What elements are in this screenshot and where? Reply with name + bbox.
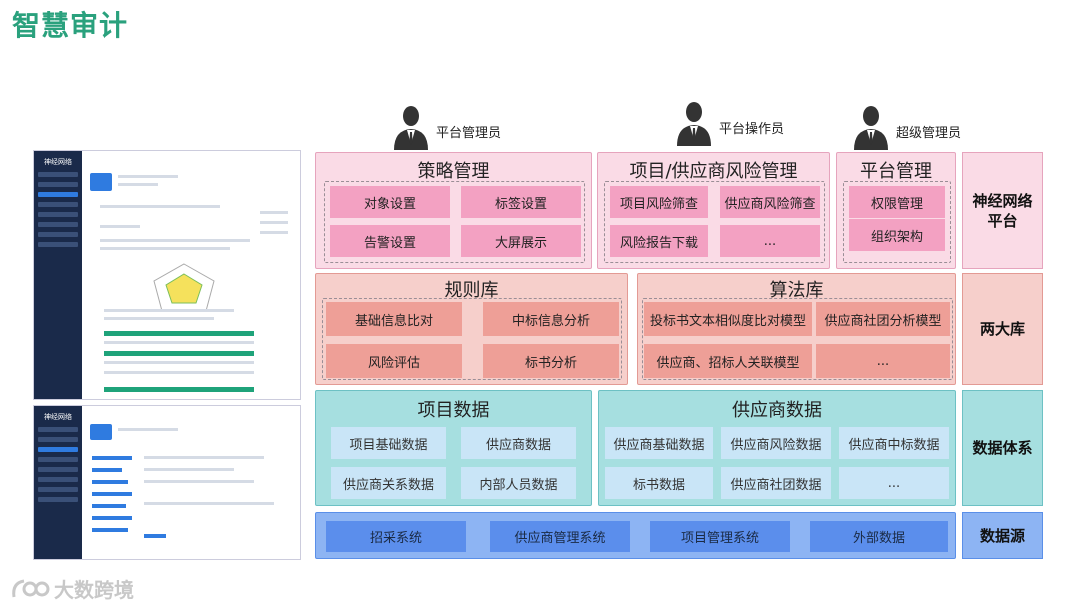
panel-rules: 规则库 基础信息比对 中标信息分析 风险评估 标书分析 <box>315 273 628 385</box>
algo-item: 投标书文本相似度比对模型 <box>644 302 812 336</box>
supplier-data-item: ... <box>839 467 949 499</box>
rules-item: 中标信息分析 <box>483 302 619 336</box>
strategy-item: 告警设置 <box>330 225 450 257</box>
layer-label-data-system: 数据体系 <box>962 390 1043 506</box>
supplier-data-item: 供应商社团数据 <box>721 467 831 499</box>
panel-title: 平台管理 <box>860 161 932 182</box>
platform-item: 组织架构 <box>849 219 945 251</box>
algo-item: ... <box>816 344 950 378</box>
rules-item: 标书分析 <box>483 344 619 378</box>
panel-title: 规则库 <box>444 280 499 301</box>
panel-platform: 平台管理 权限管理 组织架构 <box>836 152 956 269</box>
screenshot-sidebar: 神经网络 <box>34 151 82 399</box>
user-icon <box>854 106 888 150</box>
panel-strategy: 策略管理 对象设置 标签设置 告警设置 大屏展示 <box>315 152 592 269</box>
risk-item: ... <box>720 225 820 257</box>
screenshot-platform-top: 神经网络 <box>33 150 301 400</box>
panel-data-source: 招采系统 供应商管理系统 项目管理系统 外部数据 <box>315 512 956 559</box>
watermark: 大数跨境 <box>10 574 134 603</box>
role-label: 平台操作员 <box>719 121 785 137</box>
panel-title: 算法库 <box>769 280 824 301</box>
user-icon <box>677 102 711 146</box>
panel-title: 策略管理 <box>417 161 490 182</box>
project-data-item: 供应商关系数据 <box>331 467 446 499</box>
supplier-data-item: 标书数据 <box>605 467 713 499</box>
page-title: 智慧审计 <box>12 9 129 42</box>
source-item: 外部数据 <box>810 521 948 552</box>
layer-label-two-libs: 两大库 <box>962 273 1043 385</box>
layer-label-data-source: 数据源 <box>962 512 1043 559</box>
role-platform-admin: 平台管理员 <box>392 104 501 150</box>
project-data-item: 供应商数据 <box>461 427 576 459</box>
source-item: 供应商管理系统 <box>490 521 630 552</box>
panel-supplier-data: 供应商数据 供应商基础数据 供应商风险数据 供应商中标数据 标书数据 供应商社团… <box>598 390 956 506</box>
risk-item: 风险报告下载 <box>610 225 708 257</box>
source-item: 项目管理系统 <box>650 521 790 552</box>
supplier-data-item: 供应商基础数据 <box>605 427 713 459</box>
watermark-logo-icon <box>12 579 50 597</box>
panel-title: 项目数据 <box>417 400 490 421</box>
panel-title: 供应商数据 <box>732 400 822 421</box>
source-item: 招采系统 <box>326 521 466 552</box>
strategy-item: 大屏展示 <box>461 225 581 257</box>
screenshot-platform-bottom: 神经网络 <box>33 405 301 560</box>
algo-item: 供应商社团分析模型 <box>816 302 950 336</box>
panel-risk: 项目/供应商风险管理 项目风险筛查 供应商风险筛查 风险报告下载 ... <box>597 152 830 269</box>
platform-item: 权限管理 <box>849 186 945 218</box>
project-data-item: 内部人员数据 <box>461 467 576 499</box>
rules-item: 基础信息比对 <box>326 302 462 336</box>
rules-item: 风险评估 <box>326 344 462 378</box>
role-platform-operator: 平台操作员 <box>675 100 784 146</box>
role-label: 平台管理员 <box>436 125 502 141</box>
project-data-item: 项目基础数据 <box>331 427 446 459</box>
algo-item: 供应商、招标人关联模型 <box>644 344 812 378</box>
supplier-data-item: 供应商风险数据 <box>721 427 831 459</box>
panel-title: 项目/供应商风险管理 <box>629 161 798 182</box>
user-icon <box>394 106 428 150</box>
panel-project-data: 项目数据 项目基础数据 供应商数据 供应商关系数据 内部人员数据 <box>315 390 592 506</box>
supplier-data-item: 供应商中标数据 <box>839 427 949 459</box>
risk-item: 供应商风险筛查 <box>720 186 820 218</box>
role-super-admin: 超级管理员 <box>852 104 961 150</box>
screenshot-sidebar: 神经网络 <box>34 406 82 559</box>
role-label: 超级管理员 <box>896 125 962 141</box>
strategy-item: 对象设置 <box>330 186 450 218</box>
panel-algo: 算法库 投标书文本相似度比对模型 供应商社团分析模型 供应商、招标人关联模型 .… <box>637 273 956 385</box>
strategy-item: 标签设置 <box>461 186 581 218</box>
risk-item: 项目风险筛查 <box>610 186 708 218</box>
layer-label-neural-platform: 神经网络 平台 <box>962 152 1043 269</box>
